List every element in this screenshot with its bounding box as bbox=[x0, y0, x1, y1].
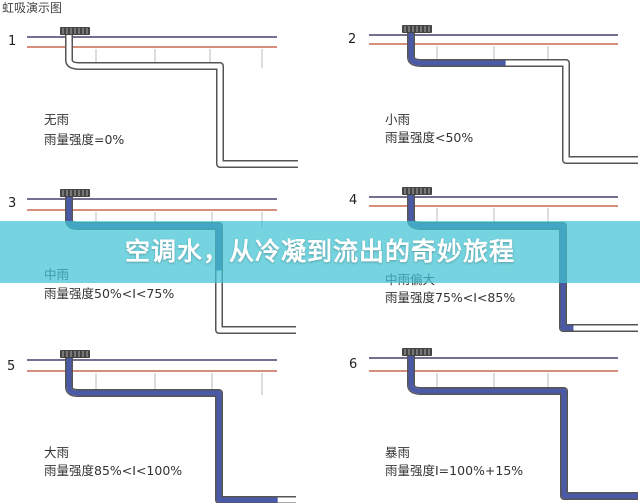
panel-4-intensity: 雨量强度75%<I<85% bbox=[385, 290, 516, 305]
panel-1-name: 无雨 bbox=[44, 112, 70, 127]
panel-6-name: 暴雨 bbox=[385, 445, 411, 460]
panel-2-water bbox=[408, 31, 638, 163]
banner-title: 空调水，从冷凝到流出的奇妙旅程 bbox=[124, 237, 515, 266]
panel-2-intensity: 雨量强度<50% bbox=[385, 130, 474, 145]
panel-3-number: 3 bbox=[8, 196, 17, 211]
page-title: 虹吸演示图 bbox=[2, 1, 63, 15]
panel-1-pipe-inner bbox=[66, 33, 298, 167]
panel-6-intensity: 雨量强度I=100%+15% bbox=[385, 463, 524, 478]
panel-1-number: 1 bbox=[8, 34, 17, 49]
panel-6-water bbox=[408, 354, 638, 499]
panel-4-number: 4 bbox=[349, 193, 358, 208]
panel-3-intensity: 雨量强度50%<I<75% bbox=[44, 286, 175, 301]
panel-5-intensity: 雨量强度85%<I<100% bbox=[44, 463, 183, 478]
panel-6-number: 6 bbox=[349, 357, 358, 372]
panel-5-name: 大雨 bbox=[44, 445, 70, 460]
panel-2-name: 小雨 bbox=[385, 112, 411, 127]
panel-5-water bbox=[66, 356, 296, 503]
panel-1-intensity: 雨量强度=0% bbox=[44, 132, 125, 147]
banner-background bbox=[0, 221, 640, 283]
panel-2-number: 2 bbox=[348, 32, 357, 47]
panel-5-number: 5 bbox=[7, 359, 16, 374]
